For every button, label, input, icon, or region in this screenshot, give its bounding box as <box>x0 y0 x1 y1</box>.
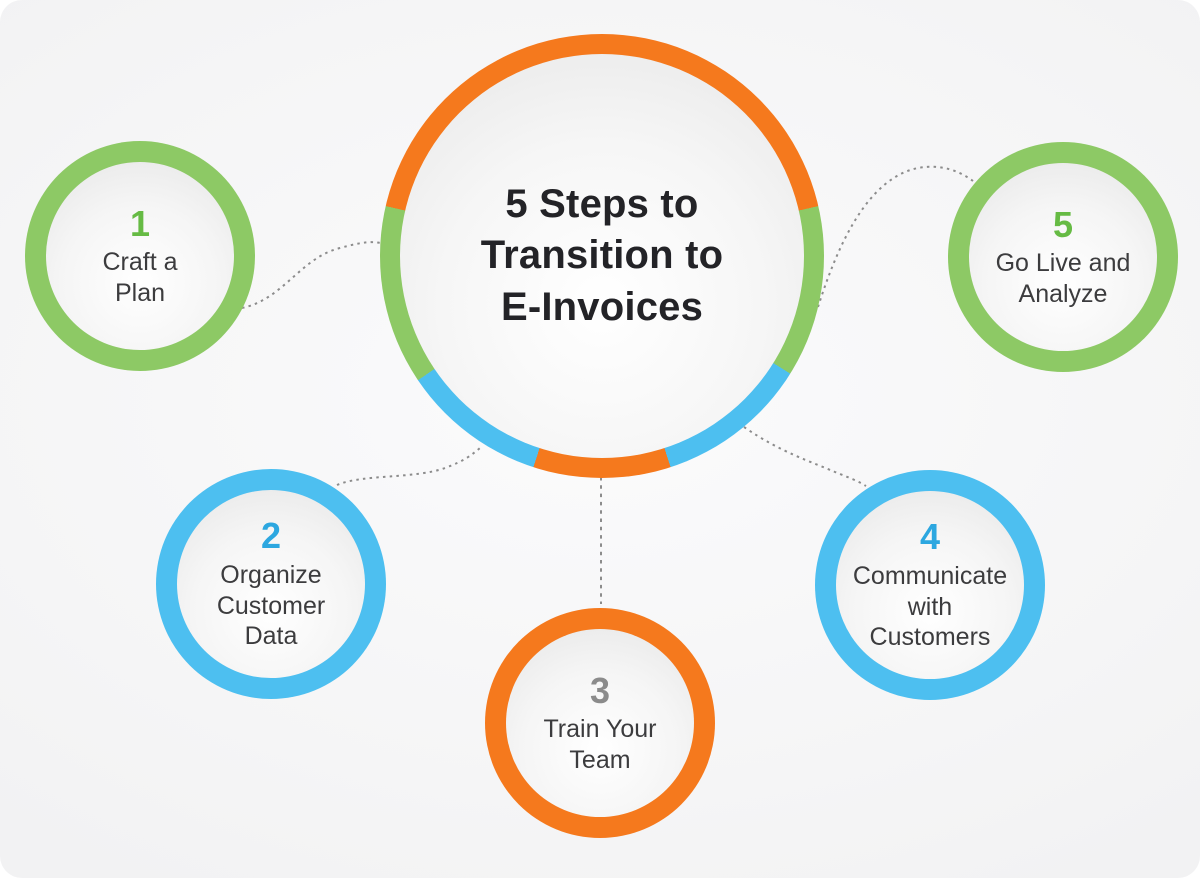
step-2-label: Organize Customer Data <box>216 561 326 651</box>
central-circle: 5 Steps to Transition to E-Invoices <box>380 34 824 478</box>
step-4-label: Communicate with Customers <box>852 562 1008 652</box>
step-5-label: Go Live and Analyze <box>995 249 1131 308</box>
step-4-number: 4 <box>919 516 941 558</box>
step-3-label: Train Your Team <box>543 715 657 774</box>
step-circle-3-face: 3 Train Your Team <box>506 629 694 817</box>
step-5-number: 5 <box>1052 203 1074 245</box>
step-circle-4: 4 Communicate with Customers <box>815 470 1045 700</box>
step-circle-1: 1 Craft a Plan <box>25 141 255 371</box>
step-circle-4-face: 4 Communicate with Customers <box>836 491 1024 679</box>
step-circle-3: 3 Train Your Team <box>485 608 715 838</box>
step-circle-5: 5 Go Live and Analyze <box>948 142 1178 372</box>
step-circle-2-face: 2 Organize Customer Data <box>177 490 365 678</box>
connector-step4-line <box>743 426 867 487</box>
step-circle-5-face: 5 Go Live and Analyze <box>969 163 1157 351</box>
step-3-number: 3 <box>589 669 611 711</box>
step-1-label: Craft a Plan <box>102 248 178 307</box>
step-circle-1-face: 1 Craft a Plan <box>46 162 234 350</box>
step-circle-2: 2 Organize Customer Data <box>156 469 386 699</box>
step-2-number: 2 <box>260 515 282 557</box>
connector-step1-line <box>241 241 388 309</box>
central-circle-face: 5 Steps to Transition to E-Invoices <box>400 54 804 458</box>
step-1-number: 1 <box>129 202 151 244</box>
connector-step2-line <box>336 446 482 486</box>
diagram-title: 5 Steps to Transition to E-Invoices <box>480 182 724 329</box>
